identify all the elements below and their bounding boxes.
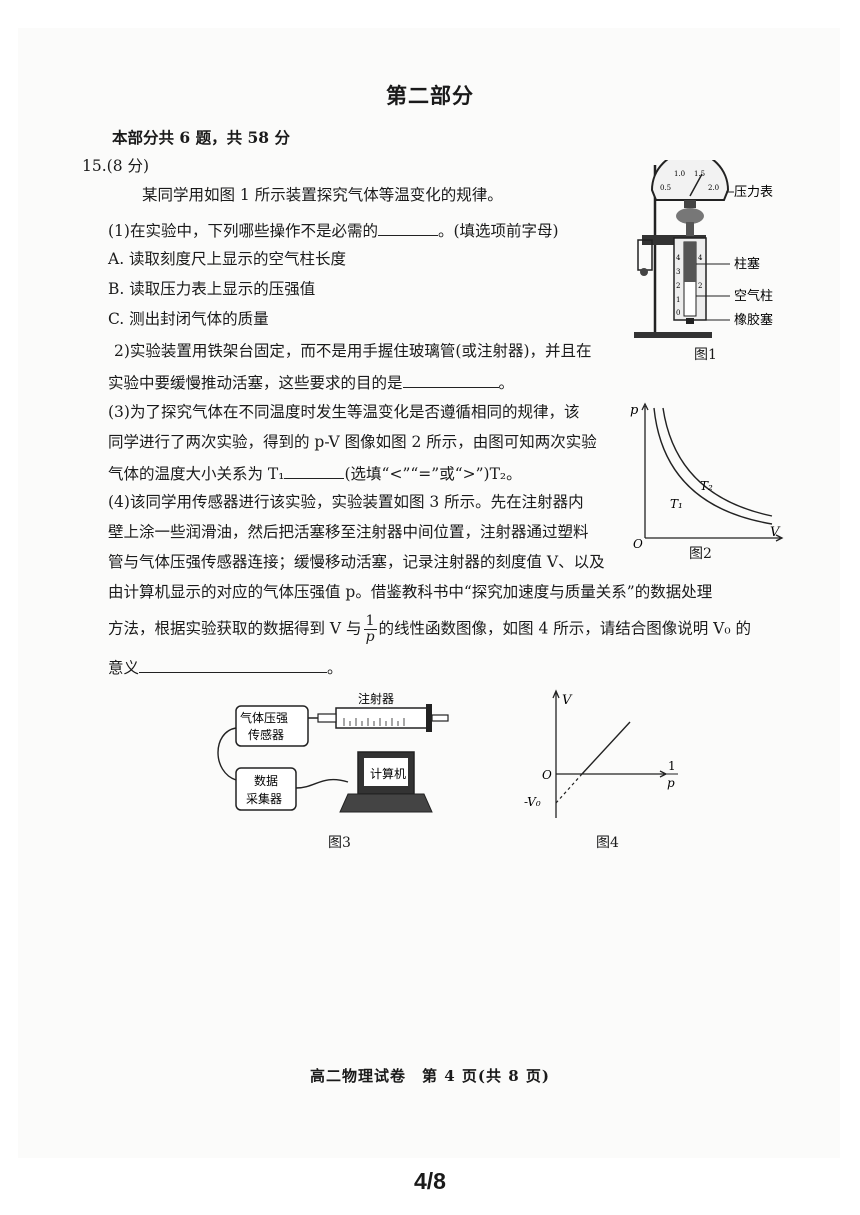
question-score: (8 分) (106, 157, 150, 175)
question-intro: 某同学用如图 1 所示装置探究气体等温变化的规律。 (142, 186, 503, 204)
cable-sensor-collector (217, 727, 237, 781)
part3-line3: 气体的温度大小关系为 T₁(选填“<”“=”或“>”)T₂。 (108, 462, 522, 484)
plunger (684, 242, 696, 282)
part4-line1: (4)该同学用传感器进行该实验，实验装置如图 3 所示。先在注射器内 (108, 493, 584, 511)
data-line (581, 721, 631, 775)
figure2-pv-graph: p V O T₁ T₂ (630, 402, 784, 548)
question-number: 15. (82, 157, 107, 175)
part3-line1: (3)为了探究气体在不同温度时发生等温变化是否遵循相同的规律，该 (108, 403, 580, 421)
page-number: 4/8 (414, 1168, 446, 1194)
svg-text:2: 2 (676, 282, 680, 290)
part1-stem: (1)在实验中，下列哪些操作不是必需的。(填选项前字母) (108, 219, 559, 241)
svg-text:1: 1 (676, 296, 680, 304)
section-info: 本部分共 6 题，共 58 分 (112, 128, 290, 147)
gauge-label: 压力表 (734, 185, 773, 200)
air-column-label: 空气柱 (734, 288, 773, 304)
option-b: B. 读取压力表上显示的压强值 (108, 280, 316, 298)
svg-text:采集器: 采集器 (246, 791, 282, 806)
part4-line2: 壁上涂一些润滑油，然后把活塞移至注射器中间位置，注射器通过塑料 (108, 523, 589, 541)
figure1-apparatus: 0.5 1.0 1.5 2.0 4 3 2 1 0 4 2 压力表 柱塞 空气柱… (634, 160, 773, 338)
part4-line3: 管与气体压强传感器连接；缓慢移动活塞，记录注射器的刻度值 V、以及 (108, 553, 605, 571)
plunger-label: 柱塞 (734, 256, 760, 272)
pressure-gauge (650, 160, 730, 201)
svg-text:计算机: 计算机 (370, 766, 406, 781)
syringe-label: 注射器 (358, 691, 394, 706)
pressure-sensor (235, 705, 309, 747)
svg-text:4: 4 (676, 254, 681, 262)
svg-text:气体压强: 气体压强 (240, 710, 288, 725)
rubber-stopper (686, 318, 694, 324)
answer-blank-2[interactable] (402, 371, 499, 388)
part2-line2: 实验中要缓慢推动活塞，这些要求的目的是。 (108, 371, 514, 393)
svg-text:T₁: T₁ (670, 497, 683, 511)
rubber-stopper-label: 橡胶塞 (734, 312, 773, 328)
svg-text:V: V (562, 693, 573, 708)
answer-blank-3[interactable] (284, 462, 345, 479)
section-title: 第二部分 (386, 83, 474, 108)
svg-text:O: O (633, 537, 643, 548)
svg-text:数据: 数据 (254, 773, 278, 788)
keyboard (339, 793, 433, 813)
part2-line1: 2)实验装置用铁架台固定，而不是用手握住玻璃管(或注射器)，并且在 (114, 342, 592, 360)
extrapolation-dashed (555, 773, 583, 804)
figure1-caption: 图1 (694, 347, 717, 363)
cable-collector-computer (295, 778, 349, 789)
svg-text:2.0: 2.0 (708, 184, 719, 192)
svg-text:0: 0 (676, 309, 680, 317)
svg-text:O: O (542, 768, 552, 782)
svg-text:1: 1 (668, 759, 676, 773)
isotherm-t1 (653, 407, 773, 525)
gauge-needle (689, 173, 703, 197)
figure3-sensor-setup: 注射器 气体压强 传感器 数据 采集器 计算机 (217, 691, 449, 813)
answer-blank-1[interactable] (377, 219, 438, 236)
option-a: A. 读取刻度尺上显示的空气柱长度 (108, 250, 347, 268)
part4-line6: 意义。 (108, 656, 343, 678)
question-header: 15.(8 分) (82, 156, 149, 176)
svg-text:2: 2 (698, 282, 702, 290)
svg-text:V: V (770, 525, 781, 540)
svg-text:p: p (667, 776, 675, 790)
svg-text:p: p (630, 403, 639, 418)
figure2-caption: 图2 (689, 546, 712, 562)
page-footer: 高二物理试卷 第 4 页(共 8 页) (310, 1067, 550, 1085)
svg-text:1.0: 1.0 (674, 170, 685, 178)
figure3-caption: 图3 (328, 835, 351, 851)
option-c: C. 测出封闭气体的质量 (108, 310, 269, 328)
figure4-caption: 图4 (596, 835, 619, 851)
data-collector (235, 767, 297, 811)
stand-base (634, 332, 712, 338)
isotherm-t2 (662, 407, 773, 517)
svg-text:传感器: 传感器 (248, 727, 284, 742)
part3-line2: 同学进行了两次实验，得到的 p-V 图像如图 2 所示，由图可知两次实验 (108, 433, 597, 451)
svg-text:3: 3 (676, 268, 680, 276)
svg-text:1.5: 1.5 (694, 170, 705, 178)
part4-line4: 由计算机显示的对应的气体压强值 p。借鉴教科书中“探究加速度与质量关系”的数据处… (108, 583, 713, 601)
answer-blank-4[interactable] (139, 656, 328, 673)
figure4-v-1p-graph: V O 1 p -V₀ (524, 689, 678, 818)
svg-text:0.5: 0.5 (660, 184, 671, 192)
svg-text:T₂: T₂ (700, 479, 713, 493)
svg-text:-V₀: -V₀ (524, 795, 541, 809)
svg-text:4: 4 (698, 254, 703, 262)
